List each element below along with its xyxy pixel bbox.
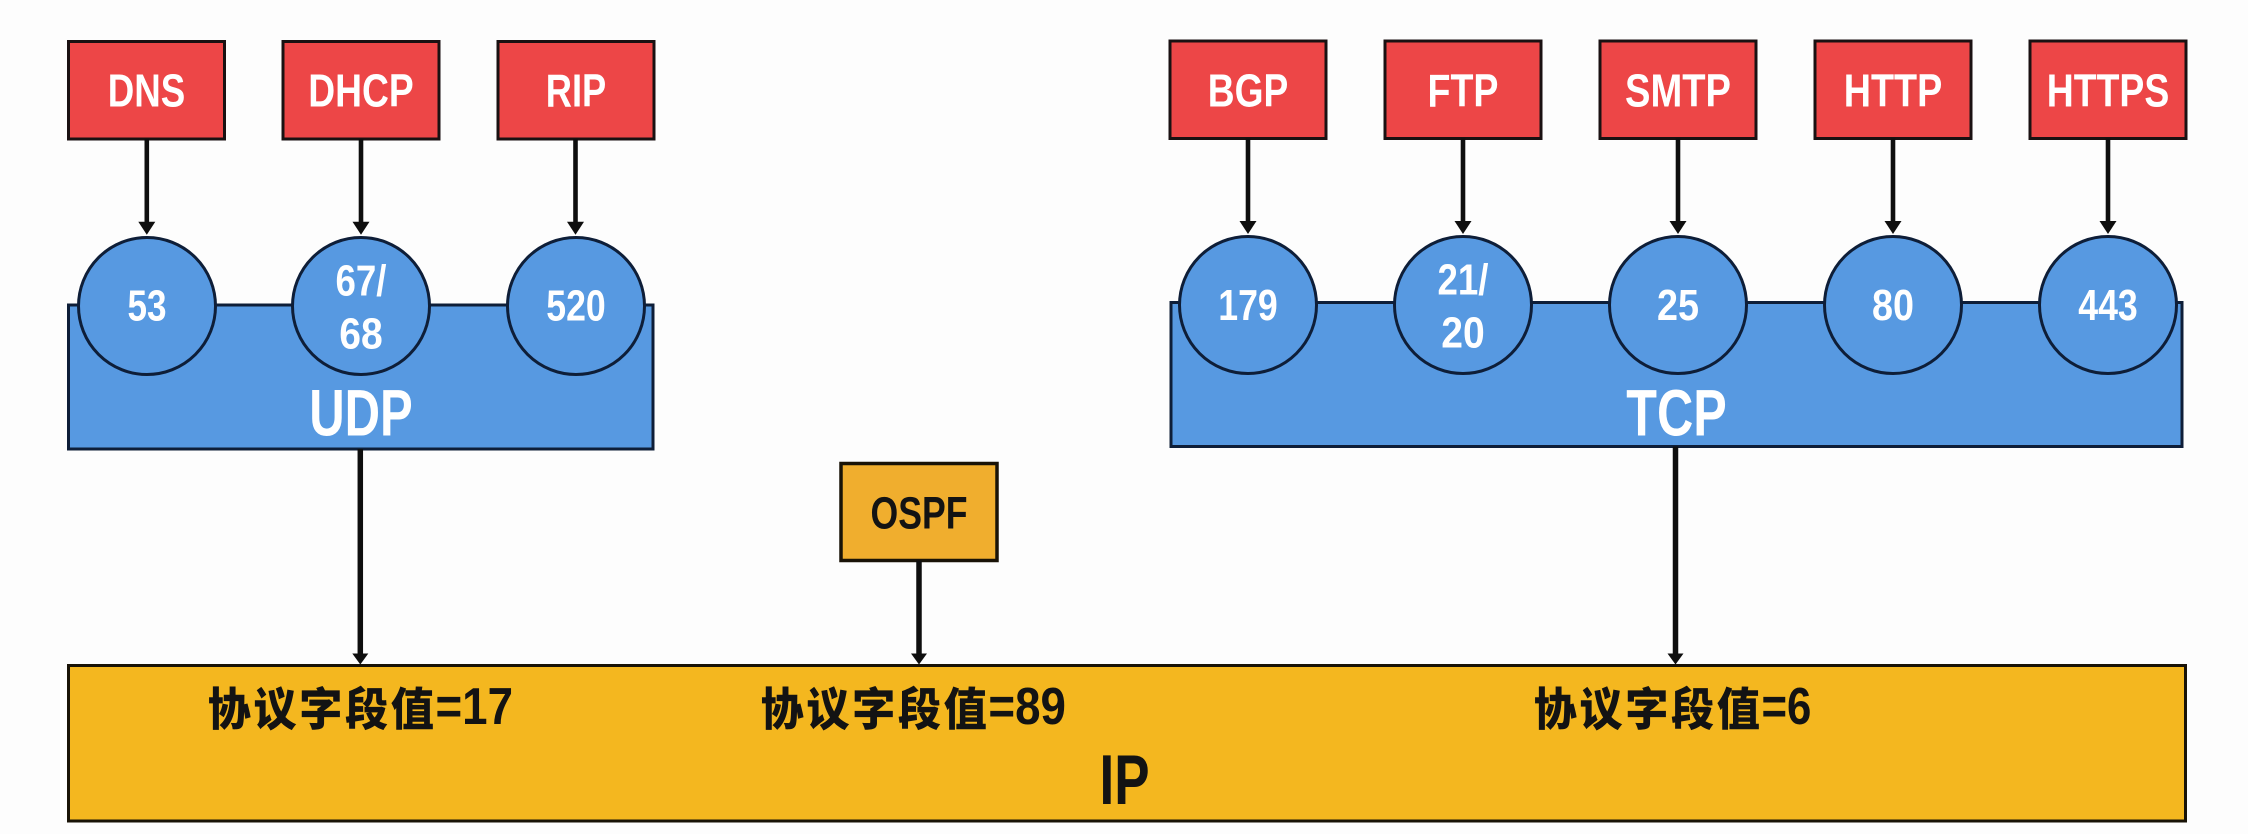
svg-text:OSPF: OSPF bbox=[871, 488, 968, 539]
svg-text:179: 179 bbox=[1218, 282, 1278, 330]
svg-text:=6: =6 bbox=[1762, 677, 1812, 735]
svg-text:21/: 21/ bbox=[1438, 257, 1489, 305]
svg-text:20: 20 bbox=[1441, 310, 1485, 358]
svg-text:67/: 67/ bbox=[336, 258, 387, 306]
svg-text:=17: =17 bbox=[436, 677, 514, 735]
svg-text:80: 80 bbox=[1872, 282, 1914, 330]
svg-text:RIP: RIP bbox=[546, 64, 607, 116]
svg-text:UDP: UDP bbox=[309, 377, 413, 450]
svg-text:25: 25 bbox=[1657, 282, 1699, 330]
svg-text:BGP: BGP bbox=[1208, 64, 1289, 116]
svg-text:53: 53 bbox=[128, 283, 167, 331]
svg-text:DNS: DNS bbox=[108, 64, 186, 116]
svg-text:=89: =89 bbox=[988, 677, 1066, 735]
svg-text:SMTP: SMTP bbox=[1625, 64, 1731, 116]
svg-text:68: 68 bbox=[339, 311, 383, 359]
svg-text:HTTP: HTTP bbox=[1844, 64, 1943, 116]
svg-text:DHCP: DHCP bbox=[308, 64, 414, 116]
svg-text:IP: IP bbox=[1100, 740, 1150, 819]
svg-text:HTTPS: HTTPS bbox=[2047, 64, 2170, 116]
svg-text:TCP: TCP bbox=[1626, 377, 1727, 450]
svg-text:443: 443 bbox=[2078, 282, 2138, 330]
svg-text:FTP: FTP bbox=[1428, 64, 1499, 116]
svg-text:520: 520 bbox=[546, 283, 606, 331]
